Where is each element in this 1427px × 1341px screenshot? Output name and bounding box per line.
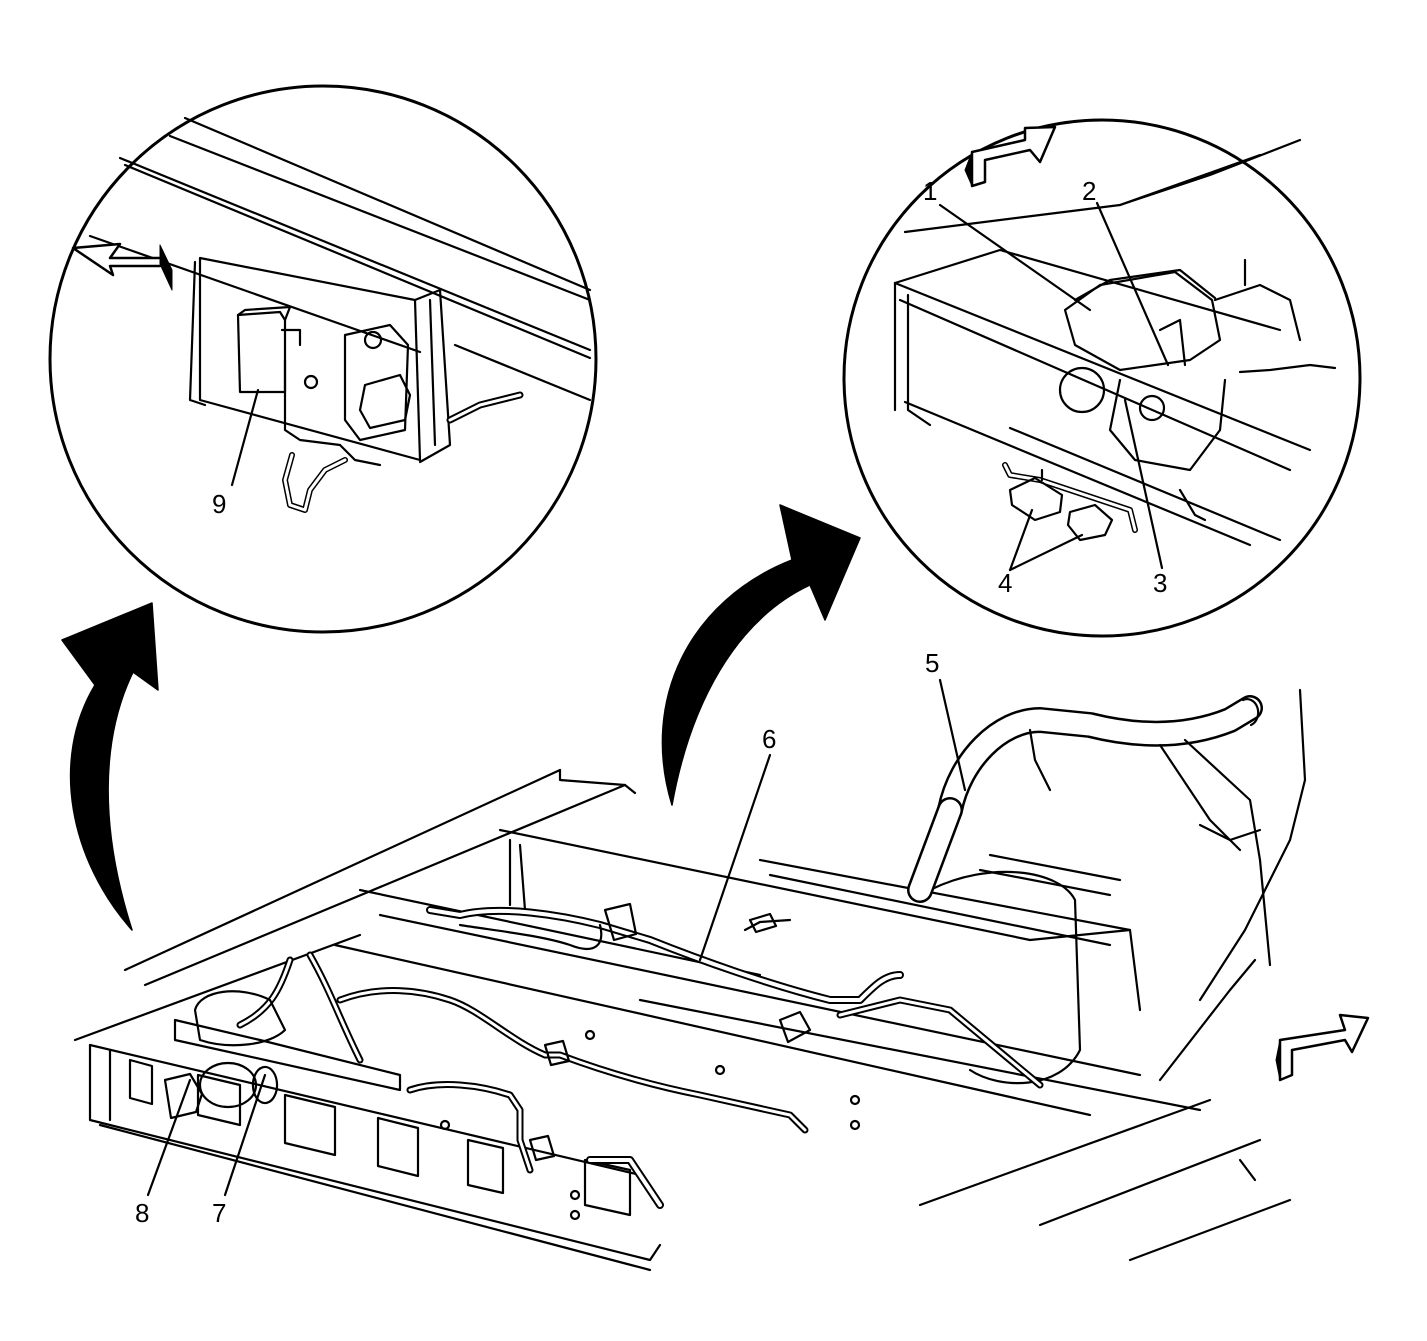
callout-1: 1 bbox=[923, 176, 937, 206]
leader-line-1 bbox=[938, 203, 1092, 312]
left-detail-view bbox=[48, 84, 598, 634]
callout-9: 9 bbox=[212, 489, 226, 519]
leader-line-7 bbox=[223, 1073, 267, 1197]
right-detail-circle bbox=[842, 118, 1362, 638]
callout-2: 2 bbox=[1082, 176, 1096, 206]
forward-direction-arrow-icon-left bbox=[71, 242, 173, 291]
curved-zoom-arrow-icon-right bbox=[661, 504, 861, 806]
callout-7: 7 bbox=[212, 1198, 226, 1228]
leader-line-5 bbox=[938, 678, 967, 792]
left-detail-circle bbox=[48, 84, 598, 634]
leader-line-4b bbox=[1008, 533, 1084, 572]
leader-line-8 bbox=[146, 1078, 192, 1197]
right-detail-view bbox=[842, 118, 1362, 638]
callout-5: 5 bbox=[925, 648, 939, 678]
leader-line-6 bbox=[698, 753, 772, 962]
main-chassis-view bbox=[73, 678, 1370, 1272]
callout-8: 8 bbox=[135, 1198, 149, 1228]
leader-line-3 bbox=[1123, 398, 1164, 570]
callout-4: 4 bbox=[998, 568, 1012, 598]
callout-6: 6 bbox=[762, 724, 776, 754]
forward-direction-arrow-icon-bottom bbox=[1275, 1013, 1370, 1082]
callout-labels: 1 2 3 4 5 6 7 8 9 bbox=[135, 176, 1167, 1228]
leader-line-2 bbox=[1095, 201, 1170, 367]
curved-zoom-arrow-icon-left bbox=[61, 602, 159, 931]
leader-line-9 bbox=[230, 388, 260, 487]
callout-3: 3 bbox=[1153, 568, 1167, 598]
leader-line-4a bbox=[1008, 508, 1034, 572]
forward-direction-arrow-icon-top bbox=[964, 125, 1057, 188]
